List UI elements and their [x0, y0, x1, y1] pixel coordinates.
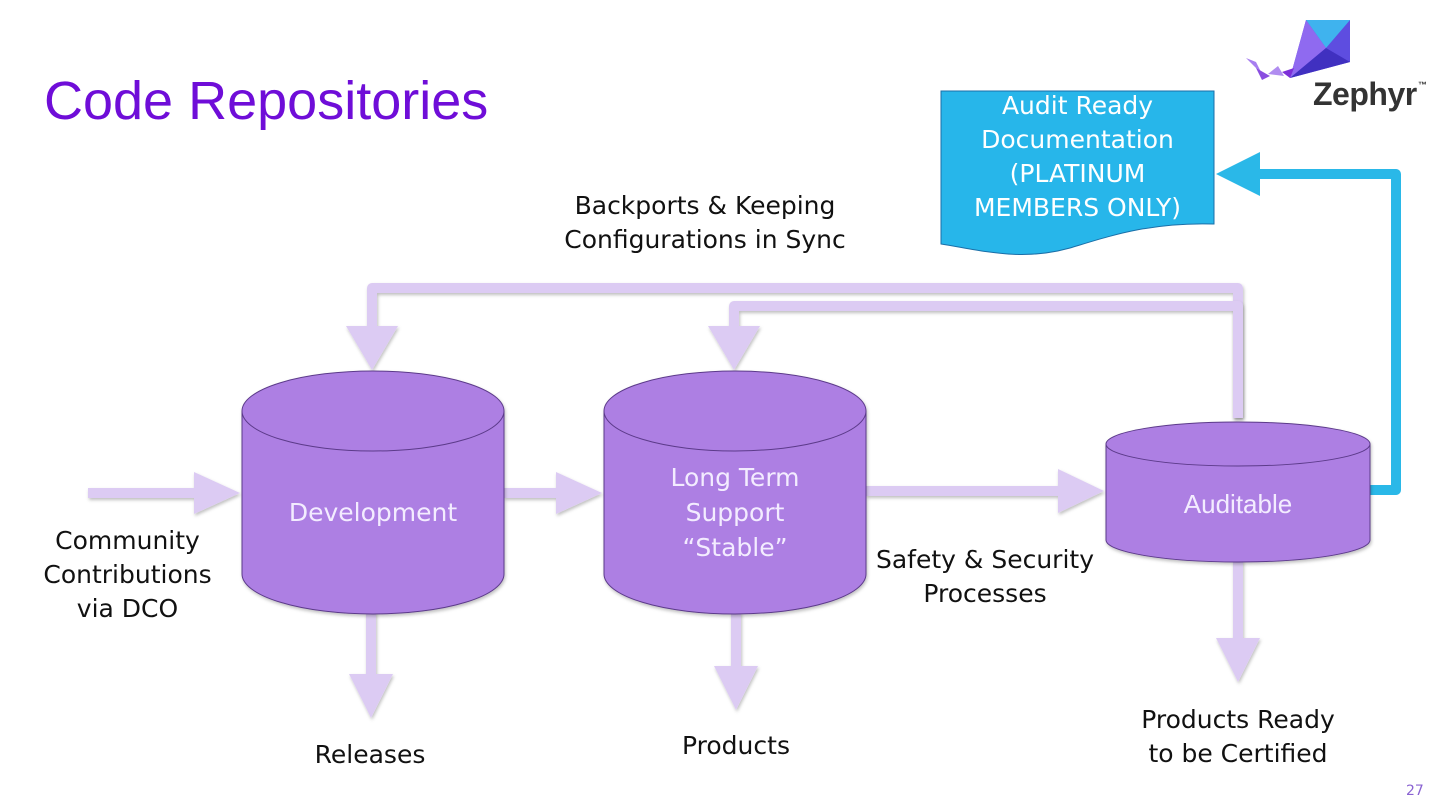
backport-arrow-to-lts — [708, 301, 1243, 418]
products-label: Products — [682, 731, 790, 760]
arrow-to-documentation — [1216, 152, 1401, 495]
page-title: Code Repositories — [44, 71, 489, 131]
audit-documentation-label: Audit Ready Documentation (PLATINUM MEMB… — [973, 91, 1182, 222]
products-ready-arrow — [1216, 560, 1260, 682]
audit-documentation-shape — [940, 90, 1215, 256]
auditable-label: Auditable — [1183, 489, 1293, 519]
development-repository — [241, 370, 505, 615]
backports-label: Backports & Keeping Configurations in Sy… — [564, 191, 846, 254]
auditable-repository — [1105, 421, 1371, 563]
zephyr-logo-icon — [1246, 20, 1350, 80]
community-arrow — [88, 472, 240, 514]
releases-arrow — [349, 612, 393, 718]
products-ready-label: Products Ready to be Certified — [1141, 705, 1335, 768]
releases-label: Releases — [314, 740, 426, 769]
development-label: Development — [288, 498, 458, 527]
safety-security-label: Safety & Security Processes — [875, 545, 1095, 608]
zephyr-logo-text: Zephyr — [1313, 76, 1417, 112]
community-contributions-label: Community Contributions via DCO — [43, 526, 212, 623]
page-number: 27 — [1406, 783, 1424, 799]
lts-label: Long Term Support “Stable” — [670, 463, 800, 562]
development-to-lts-arrow — [504, 472, 602, 514]
trademark-symbol: ™ — [1418, 80, 1427, 90]
lts-repository — [603, 370, 867, 615]
lts-to-auditable-arrow — [866, 469, 1104, 513]
products-arrow — [714, 612, 758, 710]
